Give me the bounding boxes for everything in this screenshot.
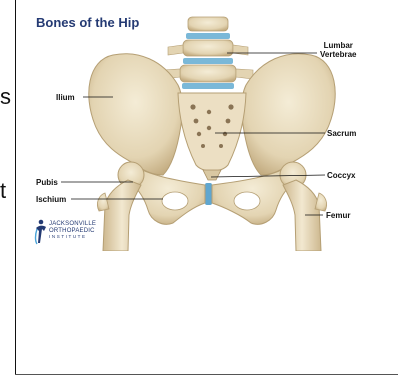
cropped-text-fragment-2: t — [0, 178, 6, 204]
coccyx-shape — [203, 170, 221, 180]
label-lumbar-vertebrae: Lumbar Vertebrae — [320, 41, 356, 59]
label-sacrum: Sacrum — [327, 129, 356, 138]
right-ilium-shape — [242, 54, 335, 175]
left-ilium-shape — [89, 54, 182, 175]
sacrum-shape — [178, 93, 246, 171]
figure-title: Bones of the Hip — [36, 15, 139, 30]
label-lumbar-line-2: Vertebrae — [320, 50, 356, 59]
label-ischium: Ischium — [36, 195, 66, 204]
logo-wordmark: JACKSONVILLE ORTHOPAEDIC I N S T I T U T… — [49, 221, 96, 241]
hip-bones-figure: Bones of the Hip Lumbar Vertebrae Ilium … — [33, 15, 393, 251]
label-ilium: Ilium — [56, 93, 75, 102]
label-femur: Femur — [326, 211, 350, 220]
pubic-symphysis — [205, 183, 212, 205]
label-pubis: Pubis — [36, 178, 58, 187]
label-coccyx: Coccyx — [327, 171, 355, 180]
cropped-text-fragment-1: s — [0, 84, 11, 110]
label-lumbar-line-1: Lumbar — [320, 41, 356, 50]
left-femur-shape — [97, 162, 144, 251]
logo-line-3: I N S T I T U T E — [49, 234, 96, 241]
logo-line-1: JACKSONVILLE — [49, 221, 96, 228]
page-left-border — [15, 0, 16, 375]
left-obturator-foramen — [162, 192, 188, 210]
right-obturator-foramen — [234, 192, 260, 210]
jacksonville-orthopaedic-person-logo-icon — [36, 220, 47, 244]
